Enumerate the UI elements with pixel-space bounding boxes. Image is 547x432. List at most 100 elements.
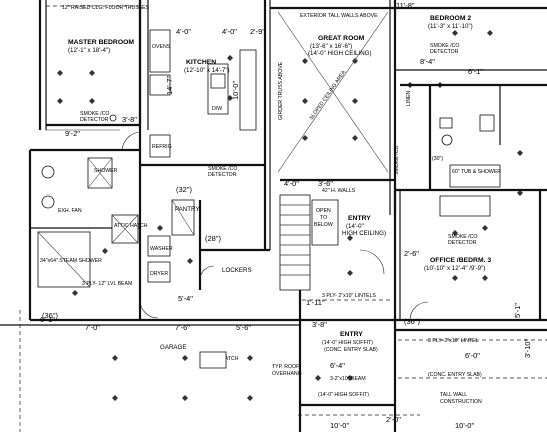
raised-trusses-note: 12" RAISED CLG. FLOOR TRUSSES xyxy=(62,5,150,11)
dim-8-4: 8'-4" xyxy=(420,57,435,66)
dim-14-7: 14'-7" xyxy=(165,76,174,95)
dim-10-0-right: 10'-0" xyxy=(455,421,474,430)
dim-6-1-left: 6'-1" xyxy=(40,315,55,324)
dim-7-0: 7'-0" xyxy=(85,323,100,332)
lvl-beam-note: 3 PLY- 12" LVL BEAM xyxy=(82,281,132,287)
tub-shower-label: 60" TUB & SHOWER xyxy=(452,169,501,175)
smoke-detector-master: SMOKE /CO xyxy=(80,111,109,117)
garage-walls xyxy=(0,290,547,432)
bedroom2-label: BEDROOM 2 xyxy=(430,15,471,22)
smoke-detector-bed2: SMOKE /CO xyxy=(430,43,459,49)
pot-lights xyxy=(57,30,523,401)
dim-6-0: 6'-0" xyxy=(465,351,480,360)
dim-3-6: 3'-6" xyxy=(318,179,333,188)
dim-3-8-entry: 3'-8" xyxy=(312,320,327,329)
dim-5-6: 5'-6" xyxy=(236,323,251,332)
great-room-walls xyxy=(270,0,397,215)
dim-10-0-bottom: 10'-0" xyxy=(330,421,349,430)
smoke-detector-kitchen: SMOKE /CO xyxy=(208,166,237,172)
great-room-label: GREAT ROOM xyxy=(318,35,365,42)
washer-label: WASHER xyxy=(150,246,173,252)
conc-slab-note: (CONC. ENTRY SLAB) xyxy=(428,372,482,378)
dim-11-8: 11'-8" xyxy=(396,1,415,10)
entry-upper-size: (14'-0" xyxy=(346,223,364,230)
dim-6-4: 6'-4" xyxy=(330,361,345,370)
sloped-ceiling-label: SLOPED CEILING AREA xyxy=(309,69,348,121)
shower-label: SHOWER xyxy=(94,168,118,174)
entry-upper-label: ENTRY xyxy=(348,215,371,222)
linen-label: LINEN xyxy=(406,90,412,106)
dim-32-a: (32") xyxy=(176,185,193,194)
steam-shower-label: 34"x64" STEAM SHOWER xyxy=(40,258,102,264)
dim-3-8: 3'-8" xyxy=(122,115,137,124)
overhang-note: OVERHANG xyxy=(272,371,302,377)
entry-lower-label: ENTRY xyxy=(340,331,363,338)
construction-note: CONSTRUCTION xyxy=(440,399,482,405)
dim-5-1: 5'-1" xyxy=(513,303,522,318)
lockers-label: LOCKERS xyxy=(222,267,252,274)
refrig-label: REFRIG xyxy=(152,144,172,150)
beam-note: 3-2"x10" BEAM xyxy=(330,376,366,382)
master-bedroom-size: (12'-1" x 18'-4") xyxy=(68,47,110,54)
ext-tall-walls: EXTERIOR TALL WALLS ABOVE xyxy=(300,13,378,19)
kitchen-label: KITCHEN xyxy=(186,59,216,66)
tall-wall-note: TALL WALL xyxy=(440,392,467,398)
dim-28: (28") xyxy=(205,234,222,243)
lintel-note: 3 PLY- 2"x10" LINTEL xyxy=(428,338,479,344)
great-room-ceiling: (14'-0" HIGH CEILING) xyxy=(308,50,372,57)
dim-30: (30") xyxy=(432,156,443,162)
detector-kitchen: DETECTOR xyxy=(208,172,237,178)
dim-4-0-entry: 4'-0" xyxy=(284,179,299,188)
stairs xyxy=(279,194,339,291)
open-below-l2: TO xyxy=(320,215,327,221)
dryer-label: DRYER xyxy=(150,271,168,277)
dim-36-garage: (36") xyxy=(42,311,59,320)
smoke-detector-hall: SMOKE /CO xyxy=(394,146,400,175)
typ-overhang-note: TYP. ROOF xyxy=(272,364,299,370)
high-soffit-note: (14'-0" HIGH SOFFIT) xyxy=(318,392,369,398)
doors xyxy=(121,131,429,321)
entry-lower-note1: (14'-0" HIGH SOFFIT) xyxy=(322,340,373,346)
dim-4-0-kitchen: 4'-0" xyxy=(176,27,191,36)
dim-2-6: 2'-6" xyxy=(404,249,419,258)
kitchen-size: (12'-10" x 14'-7") xyxy=(184,67,230,74)
entry-lower-note2: (CONC. ENTRY SLAB) xyxy=(324,347,378,353)
entry-upper-ceiling: HIGH CEILING) xyxy=(342,230,386,237)
bedroom2-size: (11'-3" x 11'-10") xyxy=(428,23,473,30)
dim-9-2: 9'-2" xyxy=(65,129,80,138)
master-bath-walls xyxy=(28,148,140,320)
dim-7-6: 7'-6" xyxy=(175,323,190,332)
dw-label: D/W xyxy=(212,106,222,112)
lintels-note: 3 PLY- 2"x10" LINTELS xyxy=(322,293,376,299)
bedroom2-walls xyxy=(395,6,547,192)
dim-4-0-kitchen-b: 4'-0" xyxy=(222,27,237,36)
office-size: (10'-10" x 12'-4" /9'-9") xyxy=(424,265,485,272)
detector-bed2: DETECTOR xyxy=(430,49,459,55)
pantry-label: PANTRY xyxy=(175,206,200,213)
kitchen-walls xyxy=(138,0,271,250)
laundry-walls xyxy=(30,165,547,322)
smoke-detector-office: SMOKE /CO xyxy=(448,234,477,240)
detector-office: DETECTOR xyxy=(448,240,477,246)
master-bedroom-label: MASTER BEDROOM xyxy=(68,39,134,46)
exh-fan-master: EXH. FAN xyxy=(58,208,82,214)
ovens-label: OVENS xyxy=(152,44,171,50)
office-label: OFFICE /BEDRM. 3 xyxy=(430,257,491,264)
dim-2-0: 2'-0" xyxy=(386,415,401,424)
office-walls xyxy=(393,190,542,320)
dim-5-4: 5'-4" xyxy=(178,294,193,303)
dim-10-0: 10'-0" xyxy=(231,81,240,100)
attic-hatch-box xyxy=(199,351,227,369)
great-room-size: (13'-6" x 16'-6") xyxy=(310,43,352,50)
pony-wall-label: 42" H. WALLS xyxy=(322,188,356,194)
attic-hatch-label: ATTIC HATCH xyxy=(114,223,148,229)
dim-6-1: 6'-1" xyxy=(468,67,483,76)
garage-label: GARAGE xyxy=(160,344,186,351)
open-below-l3: BELOW xyxy=(314,222,333,228)
dim-2-9: 2'-9" xyxy=(250,27,265,36)
smoke-detector-icon xyxy=(109,114,117,122)
dim-1-11: 1'-11" xyxy=(306,298,325,307)
dim-3-10: 3'-10" xyxy=(523,339,532,358)
open-below-l1: OPEN xyxy=(316,208,331,214)
